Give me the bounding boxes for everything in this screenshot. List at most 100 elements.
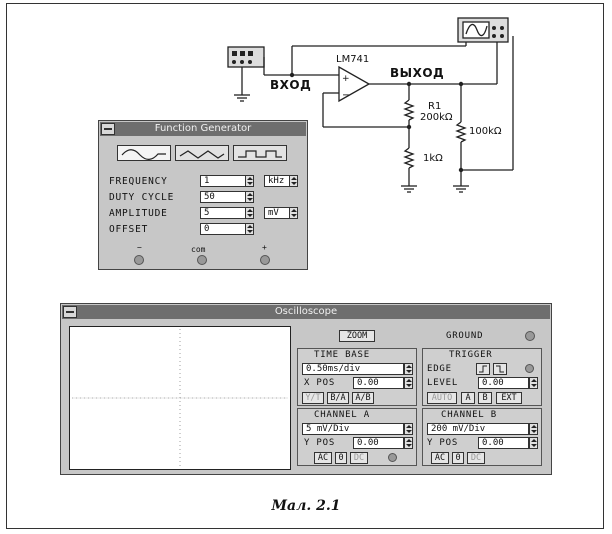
amplitude-unit-select[interactable]: mV	[264, 207, 290, 219]
oscilloscope-titlebar[interactable]: Oscilloscope	[62, 305, 550, 319]
channel-a-ac-button[interactable]: AC	[314, 452, 332, 464]
rising-edge-icon	[479, 365, 487, 373]
channel-a-ypos-spinner[interactable]	[404, 437, 413, 449]
channel-b-ypos-label: Y POS	[427, 438, 459, 448]
amplitude-label: AMPLITUDE	[109, 208, 168, 219]
channel-a-dc-button[interactable]: DC	[350, 452, 368, 464]
plus-terminal-label: +	[262, 243, 267, 252]
input-label: ВХОД	[270, 78, 312, 92]
channel-b-ypos-spinner[interactable]	[529, 437, 538, 449]
auto-button[interactable]: AUTO	[427, 392, 457, 404]
xpos-spinner[interactable]	[404, 377, 413, 389]
oscilloscope-grid	[72, 329, 288, 467]
duty-cycle-field[interactable]: 50	[200, 191, 246, 203]
triangle-wave-icon	[179, 150, 225, 159]
channel-b-scale-field[interactable]: 200 mV/Div	[427, 423, 529, 435]
r3-value: 1kΩ	[423, 153, 443, 164]
com-terminal[interactable]	[197, 255, 207, 265]
ab-button[interactable]: A/B	[352, 392, 374, 404]
function-generator-window: Function Generator FREQUENCY 1 kHz DUTY …	[98, 120, 308, 270]
channel-b-scale-spinner[interactable]	[529, 423, 538, 435]
trigger-a-button[interactable]: A	[461, 392, 475, 404]
xpos-label: X POS	[304, 378, 336, 388]
rising-edge-button[interactable]	[476, 363, 490, 375]
frequency-unit-spinner[interactable]	[289, 175, 298, 187]
frequency-unit-select[interactable]: kHz	[264, 175, 290, 187]
duty-cycle-spinner[interactable]	[245, 191, 254, 203]
zoom-button[interactable]: ZOOM	[339, 330, 375, 342]
channel-a-ypos-field[interactable]: 0.00	[353, 437, 404, 449]
r1-value: 200kΩ	[420, 112, 453, 123]
window-menu-icon[interactable]	[63, 306, 77, 318]
triangle-wave-button[interactable]	[175, 145, 229, 161]
frequency-spinner[interactable]	[245, 175, 254, 187]
time-base-spinner[interactable]	[404, 363, 413, 375]
generator-symbol	[227, 46, 265, 68]
falling-edge-button[interactable]	[493, 363, 507, 375]
sine-wave-icon	[121, 149, 166, 160]
falling-edge-icon	[496, 365, 504, 373]
svg-text:+: +	[342, 74, 350, 84]
minus-terminal[interactable]	[134, 255, 144, 265]
channel-b-ac-button[interactable]: AC	[431, 452, 449, 464]
r2-value: 100kΩ	[469, 126, 502, 137]
svg-text:−: −	[342, 90, 350, 101]
minus-terminal-label: −	[137, 243, 142, 252]
square-wave-button[interactable]	[233, 145, 287, 161]
trigger-terminal[interactable]	[525, 364, 534, 373]
time-base-section: TIME BASE 0.50ms/div X POS 0.00 Y/T B/A …	[297, 348, 417, 406]
duty-cycle-label: DUTY CYCLE	[109, 192, 175, 203]
channel-a-ypos-label: Y POS	[304, 438, 336, 448]
square-wave-icon	[238, 150, 282, 158]
channel-b-dc-button[interactable]: DC	[467, 452, 485, 464]
channel-b-zero-button[interactable]: 0	[452, 452, 464, 464]
frequency-label: FREQUENCY	[109, 176, 168, 187]
sine-wave-button[interactable]	[117, 145, 171, 161]
frequency-field[interactable]: 1	[200, 175, 246, 187]
channel-a-title: CHANNEL A	[314, 410, 370, 420]
yt-button[interactable]: Y/T	[302, 392, 324, 404]
amplitude-spinner[interactable]	[245, 207, 254, 219]
time-base-title: TIME BASE	[314, 350, 370, 360]
edge-label: EDGE	[427, 364, 452, 374]
r1-name: R1	[428, 101, 442, 112]
amplitude-unit-spinner[interactable]	[289, 207, 298, 219]
opamp-symbol	[338, 65, 371, 103]
offset-field[interactable]: 0	[200, 223, 246, 235]
trigger-b-button[interactable]: B	[478, 392, 492, 404]
oscilloscope-screen	[69, 326, 291, 470]
plus-terminal[interactable]	[260, 255, 270, 265]
offset-label: OFFSET	[109, 224, 149, 235]
channel-b-ypos-field[interactable]: 0.00	[478, 437, 529, 449]
window-menu-icon[interactable]	[101, 123, 115, 135]
trigger-title: TRIGGER	[449, 350, 493, 360]
level-spinner[interactable]	[529, 377, 538, 389]
channel-a-section: CHANNEL A 5 mV/Div Y POS 0.00 AC 0 DC	[297, 408, 417, 466]
channel-a-zero-button[interactable]: 0	[335, 452, 347, 464]
function-generator-titlebar[interactable]: Function Generator	[100, 122, 306, 136]
oscilloscope-title: Oscilloscope	[274, 306, 338, 317]
time-base-field[interactable]: 0.50ms/div	[302, 363, 404, 375]
ground-terminal[interactable]	[525, 331, 535, 341]
figure-frame	[6, 3, 604, 529]
xpos-field[interactable]: 0.00	[353, 377, 404, 389]
oscilloscope-window: Oscilloscope ZOOM GROUND TIME BASE 0.50m…	[60, 303, 552, 475]
opamp-label: LM741	[336, 54, 370, 65]
trigger-section: TRIGGER EDGE LEVEL 0.00 AUTO A B EXT	[422, 348, 542, 406]
ba-button[interactable]: B/A	[327, 392, 349, 404]
com-terminal-label: com	[191, 245, 206, 254]
offset-spinner[interactable]	[245, 223, 254, 235]
channel-a-scale-field[interactable]: 5 mV/Div	[302, 423, 404, 435]
channel-a-scale-spinner[interactable]	[404, 423, 413, 435]
ext-button[interactable]: EXT	[496, 392, 522, 404]
function-generator-title: Function Generator	[154, 123, 252, 134]
level-label: LEVEL	[427, 378, 459, 388]
level-field[interactable]: 0.00	[478, 377, 529, 389]
amplitude-field[interactable]: 5	[200, 207, 246, 219]
output-label: ВЫХОД	[390, 66, 445, 80]
circuit-schematic: + −	[227, 17, 514, 193]
figure-caption: Мал. 2.1	[271, 498, 341, 514]
ground-label: GROUND	[446, 331, 484, 341]
channel-b-section: CHANNEL B 200 mV/Div Y POS 0.00 AC 0 DC	[422, 408, 542, 466]
channel-a-terminal[interactable]	[388, 453, 397, 462]
